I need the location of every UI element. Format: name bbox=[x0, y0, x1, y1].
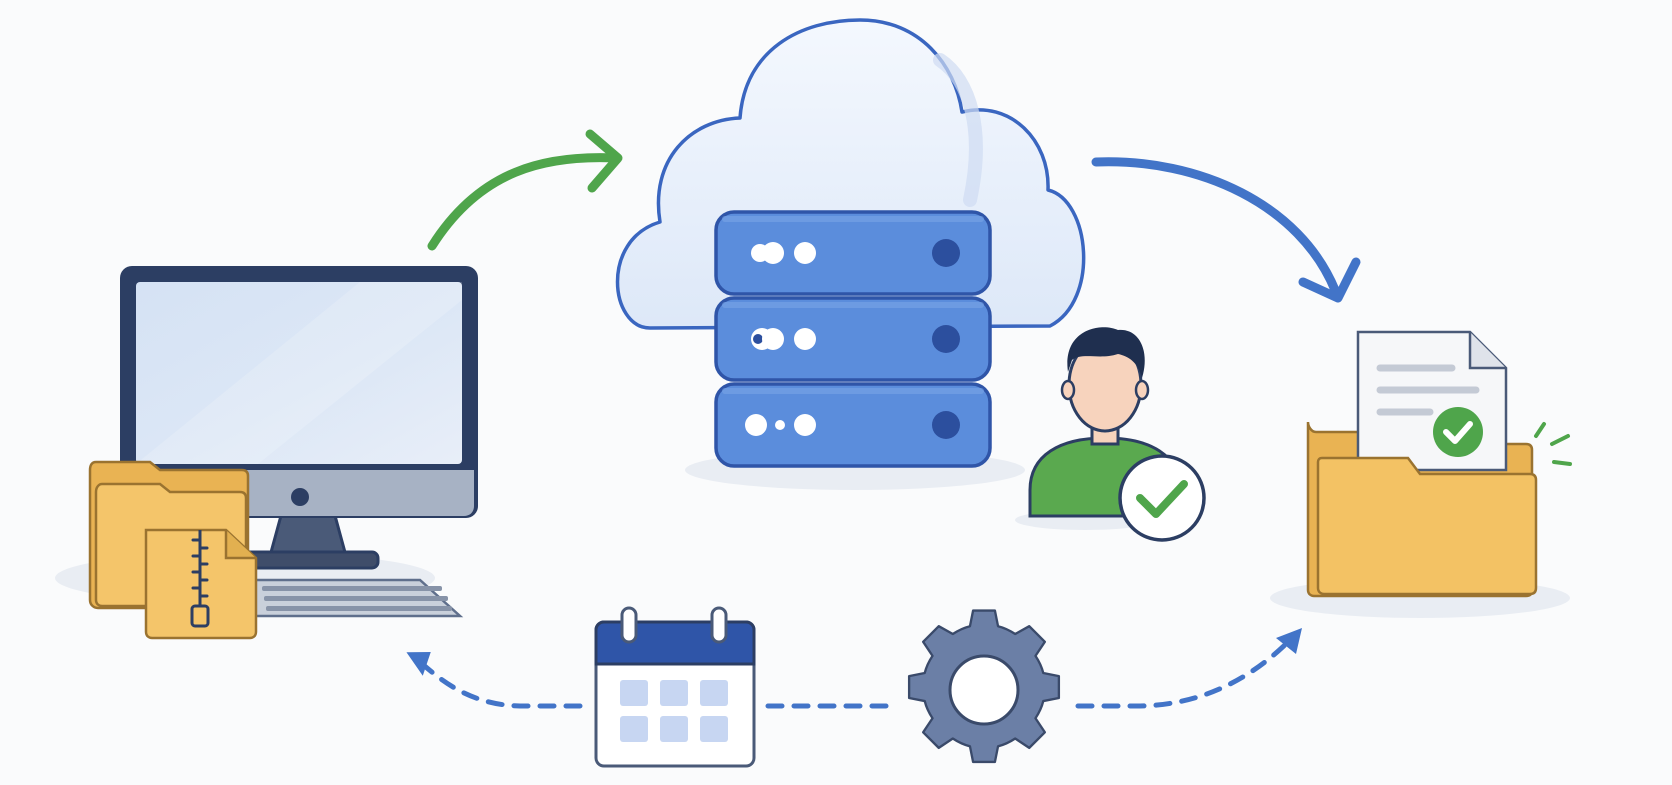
server-unit-2 bbox=[714, 296, 992, 382]
gear-icon bbox=[907, 609, 1061, 764]
zip-file-icon bbox=[144, 528, 258, 640]
user-verified-icon bbox=[1028, 327, 1206, 542]
schedule-dashed-arrow bbox=[406, 652, 583, 709]
check-badge-icon bbox=[1118, 454, 1206, 542]
server-unit-1 bbox=[714, 210, 992, 296]
desktop-computer-icon bbox=[120, 266, 478, 618]
automation-dashed-arrow bbox=[1075, 628, 1302, 709]
server-unit-3 bbox=[714, 382, 992, 468]
folder-document-check-icon bbox=[1306, 330, 1572, 598]
document-icon bbox=[1356, 330, 1508, 472]
server-stack-icon bbox=[714, 210, 992, 468]
upload-arrow bbox=[427, 129, 623, 251]
calendar-icon bbox=[594, 606, 756, 768]
restore-arrow bbox=[1091, 157, 1361, 303]
sparkle-icon bbox=[1534, 422, 1572, 466]
